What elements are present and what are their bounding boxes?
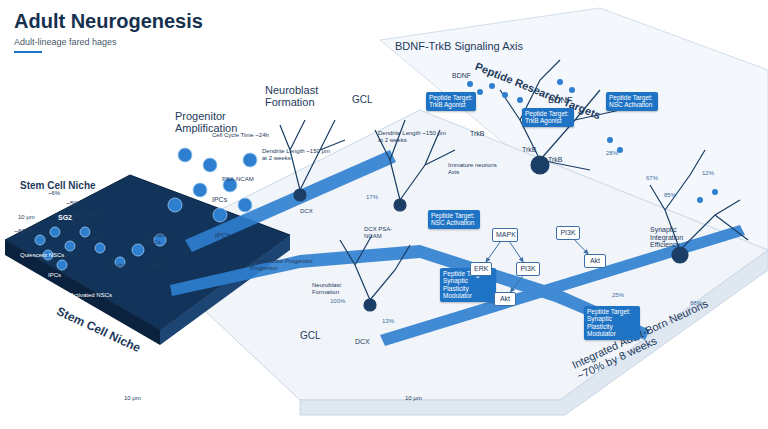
label-text: ~6% [48,190,60,197]
pathway-box: Akt [584,254,606,268]
node-text: Akt [498,295,512,303]
label-text: 10 μm [124,395,141,402]
label-text: ~67% [14,228,32,236]
label-text: Adult-lineage fared hages [14,38,117,48]
label-text: Progenitor Amplification [175,110,255,134]
pathway-box: PI3K [516,262,540,276]
label-text: BDNF [548,96,573,106]
label-text: Immature neurons Axis [448,162,498,175]
target-box: Peptide Target: NSC Activation [606,92,658,111]
label-text: Synaptic Integration Efficiency [650,226,710,249]
target-box: Peptide Target: TrkB Agonist [522,108,574,127]
label-text: Neuroblast Formation [265,84,335,108]
label-text: Activated NSCs [145,232,181,245]
label-text: 10 μm [108,262,125,269]
label-text: Stem Cell Niche [20,180,96,191]
label-text: ~5% [88,236,100,243]
label-text: 85% [664,192,676,199]
node-text: MAPK [496,231,514,239]
cell-cluster [35,148,257,270]
node-text: PI3K [560,229,576,237]
neuron [280,60,748,311]
label-text: 67% [646,175,658,182]
label-text: Dendrite Length ~150 μm at 2 weeks [262,148,332,161]
node-text: Peptide Target: NSC Activation [431,212,477,227]
label-text: IPCs [212,196,227,204]
label-text: 88% [690,300,702,307]
target-box: Peptide Target: NSC Activation [428,210,480,229]
label-text: 10 μm [18,214,35,221]
node-text: Peptide Target: TrkB Agonist [525,110,571,125]
label-text: Cell Cycle Time ~24h [212,132,272,139]
label-text: Intermediate Progenitor Progenitor [250,258,320,271]
label-text: DCX [300,208,313,215]
node-text: Peptide Target: NSC Activation [609,94,655,109]
pathway-arrow [575,240,588,254]
label-text: IPCs [48,272,61,279]
label-text: Activated NSCs [70,292,112,299]
label-text: 28% [606,150,618,157]
pathway-box: ERK [470,262,492,276]
label-text: BDNF-TrkB Signaling Axis [395,40,523,52]
label-text: 10 μm [405,395,422,402]
pathway-box: MAPK [492,228,518,242]
label-text: Quiescent NSCs [20,252,64,259]
label-text: 13% [382,318,394,325]
label-text: 12% [702,170,714,177]
node-text: Akt [588,257,602,265]
label-text: DCX [355,338,370,346]
bdnf-particles [467,79,718,203]
accent-rule [14,51,42,53]
label-text: ~6% of NSC pool [70,212,110,225]
diagram-title: Adult Neurogenesis [14,10,203,32]
pathway-box: Akt [494,292,516,306]
node-text: ERK [474,265,488,273]
target-box: Peptide Target: Synaptic Plasticity Modu… [584,306,640,340]
label-text: PSA-NCAM [222,176,254,183]
label-text: Neuroblast Formation [312,282,362,295]
pathway-box: PI3K [556,226,580,240]
label-text: TrkB [522,146,537,154]
label-text: Dendrite Length ~150 μm at 2 weeks [378,130,448,143]
label-text: 17% [366,194,378,201]
label-text: IPCs [215,232,230,240]
node-text: Peptide Target: TrkB Agonist [429,94,473,109]
label-text: TrkB [548,156,563,164]
platform [5,8,768,415]
node-text: Peptide Target: Synaptic Plasticity Modu… [587,308,637,338]
migration-band [170,150,745,346]
target-box: Peptide Target: TrkB Agonist [426,92,476,111]
pathway-arrow [510,276,522,292]
pathway-arrow [486,242,500,262]
label-text: 100% [330,298,345,305]
label-text: BDNF [452,72,471,80]
pathway-arrow [510,242,523,262]
label-text: ~5% [66,200,80,208]
label-text: DCX PSA-NCAM [364,226,400,239]
node-text: PI3K [520,265,536,273]
label-text: GCL [352,94,373,105]
label-text: ~5% [150,262,162,269]
label-text: 25% [612,292,624,299]
label-text: GCL [300,330,321,341]
label-text: TrkB [470,130,485,138]
